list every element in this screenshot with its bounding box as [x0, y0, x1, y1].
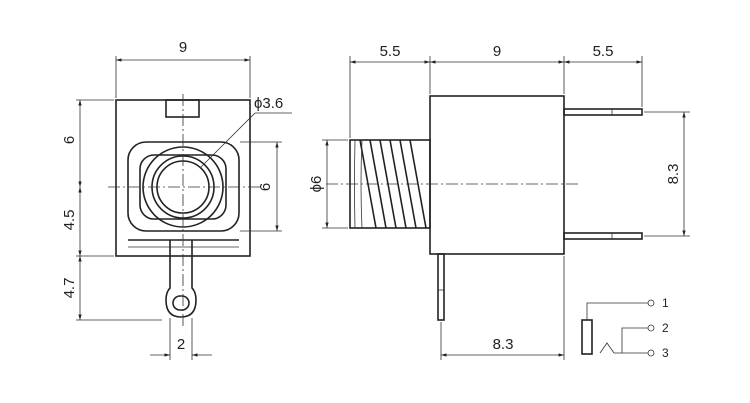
terminal-3: [647, 349, 655, 357]
right-width-label: 5.5: [593, 43, 614, 60]
front-pin-slot: [172, 295, 190, 311]
front-view: 9 ϕ3.6 6 4.5 4.7 6 2: [61, 39, 292, 360]
terminal-1: [647, 299, 655, 307]
top-height-label: 6: [61, 136, 78, 144]
front-pin: [165, 240, 197, 318]
schematic-sleeve: [581, 319, 593, 355]
bottom-pin-offset-label: 8.3: [493, 336, 514, 353]
inner-height-label: 6: [257, 183, 274, 191]
side-pin-top: [563, 108, 643, 116]
pin-spacing-label: 8.3: [665, 164, 682, 185]
side-pin-down: [437, 253, 445, 321]
pin-length-label: 4.7: [61, 278, 78, 299]
terminal-2: [647, 324, 655, 332]
body-width-label: 9: [493, 43, 501, 60]
side-view: 5.5 9 5.5 ϕ6 8.3 8.3: [308, 43, 690, 360]
front-width-label: 9: [179, 39, 187, 56]
pin-width-label: 2: [177, 336, 185, 353]
pin-label-1: 1: [662, 296, 669, 310]
lower-height-label: 4.5: [61, 210, 78, 231]
front-inner-housing: [127, 141, 240, 232]
pin-label-2: 2: [662, 321, 669, 335]
front-top-notch: [165, 99, 200, 118]
side-body-outline: [429, 95, 565, 255]
left-width-label: 5.5: [380, 43, 401, 60]
thread-diameter-label: ϕ6: [308, 176, 325, 193]
hole-diameter-label: ϕ3.6: [254, 95, 283, 112]
pin-schematic: 1 2 3: [581, 296, 669, 360]
side-pin-bottom: [563, 232, 643, 240]
pin-label-3: 3: [662, 346, 669, 360]
